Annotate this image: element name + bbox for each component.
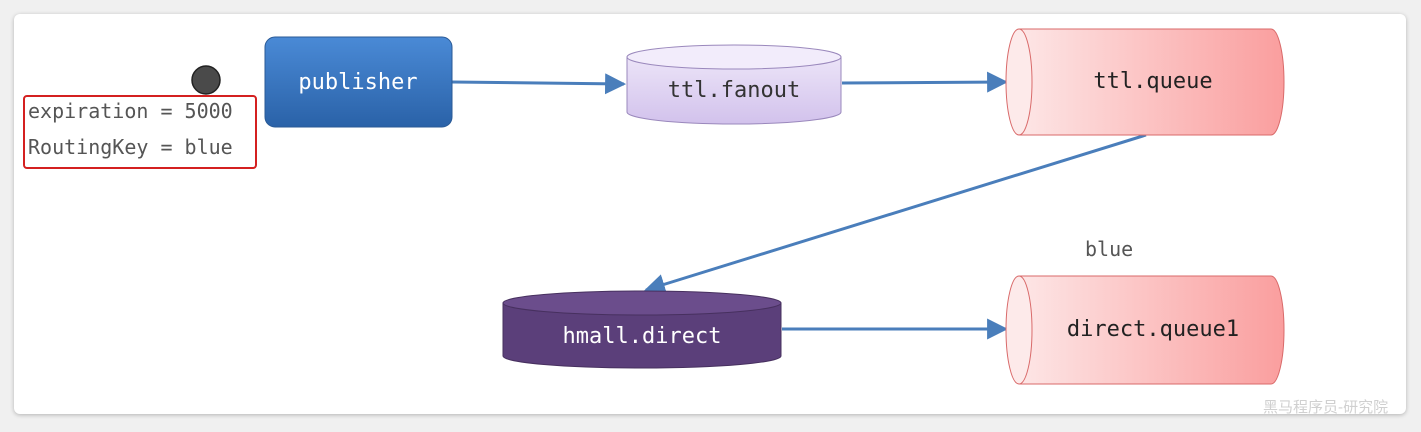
hmall-direct-label: hmall.direct — [563, 324, 722, 349]
arrow-ttl-fanout-to-ttl-queue — [841, 71, 1009, 93]
message-routing-key-text: RoutingKey = blue — [28, 135, 233, 159]
hmall-direct-exchange: hmall.direct — [502, 290, 782, 369]
ttl-fanout-exchange: ttl.fanout — [626, 44, 842, 125]
message-properties-box — [23, 95, 257, 169]
arrow-publisher-to-ttl-fanout — [451, 73, 627, 95]
message-dot-icon — [191, 65, 221, 95]
publisher-label: publisher — [298, 70, 417, 95]
message-expiration-text: expiration = 5000 — [28, 99, 233, 123]
publisher-node: publisher — [264, 36, 453, 128]
binding-key-label: blue — [1085, 237, 1133, 261]
direct-queue1: direct.queue1 — [1005, 275, 1285, 385]
watermark-text: 黑马程序员-研究院 — [1263, 398, 1388, 416]
ttl-queue: ttl.queue — [1005, 28, 1285, 136]
ttl-queue-label: ttl.queue — [1093, 69, 1212, 94]
arrow-ttl-queue-to-hmall-direct — [643, 133, 1147, 295]
direct-queue1-label: direct.queue1 — [1067, 317, 1239, 342]
ttl-fanout-label: ttl.fanout — [668, 78, 800, 103]
